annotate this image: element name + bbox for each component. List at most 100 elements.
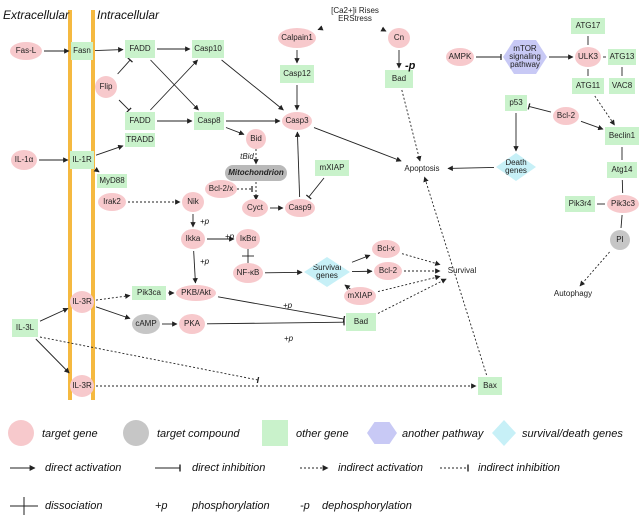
edge-fadd2-casp10 — [150, 59, 198, 111]
node-vac8: VAC8 — [609, 78, 635, 94]
legend-other-gene-label: other gene — [296, 428, 349, 440]
node-bax: Bax — [478, 377, 502, 395]
node-pka: PKA — [179, 314, 205, 334]
node-bclx: Bcl-x — [372, 240, 400, 258]
edge-bax-apoptosis — [423, 176, 487, 376]
node-atg13: ATG13 — [608, 49, 636, 65]
legend-direct-activation-label: direct activation — [45, 462, 122, 474]
edge-casp10-casp3 — [221, 59, 284, 111]
legend-target-compound-swatch — [123, 420, 149, 446]
node-cyct: Cyct — [242, 199, 268, 217]
node-il3r1: IL-3R — [70, 291, 94, 313]
node-ulk3: ULK3 — [575, 47, 601, 67]
edge-il3l-il3r2 — [35, 338, 70, 374]
node-atg11: ATG11 — [572, 78, 604, 94]
edge-flip-fadd2 — [118, 99, 132, 113]
edge-ikka-pkbakt — [192, 250, 198, 284]
node-nfkb: NF-κB — [233, 263, 263, 283]
node-bcl2a: Bcl-2 — [553, 107, 579, 125]
edges — [35, 25, 624, 389]
node-ampk: AMPK — [446, 48, 474, 66]
node-bad2: Bad — [346, 313, 376, 331]
node-pik3ca: Pik3ca — [132, 286, 166, 300]
edge-flip-fadd1 — [117, 57, 133, 75]
edge-pik3c3-pi — [620, 214, 623, 229]
edge-il3r1-pik3ca — [95, 293, 131, 301]
node-casp3: Casp3 — [282, 112, 312, 130]
legend-direct-inhibition-label: direct inhibition — [192, 462, 266, 474]
edge-mxiap2-survival — [377, 274, 441, 293]
edge-ca-cn — [380, 26, 387, 32]
node-fasn: Fasn — [71, 42, 93, 60]
legend-lines — [10, 464, 469, 515]
node-bcl2b: Bcl-2 — [374, 262, 402, 280]
node-tbid: tBid — [240, 151, 254, 161]
edge-il1r-myd88 — [93, 167, 100, 173]
legend-phosphorylation-symbol: +p — [155, 500, 168, 512]
node-flip: Flip — [95, 76, 117, 98]
node-camp: cAMP — [132, 314, 160, 334]
node-bid: Bid — [246, 129, 266, 149]
node-bad1: Bad — [385, 70, 413, 88]
edge-casp3-apoptosis — [313, 127, 402, 162]
node-fadd2: FADD — [125, 112, 155, 130]
legend-dissociation-label: dissociation — [45, 500, 103, 512]
edge-il3r1-camp — [95, 306, 131, 320]
node-casp10: Casp10 — [192, 40, 224, 58]
node-il1a: IL-1α — [11, 150, 37, 170]
node-myd88: MyD88 — [97, 174, 127, 188]
node-casp9: Casp9 — [285, 199, 315, 217]
legend-dephosphorylation-symbol: -p — [300, 500, 310, 512]
node-cn: Cn — [388, 28, 410, 48]
edge-il1r-tradd — [95, 144, 124, 156]
intracellular-label: Intracellular — [97, 8, 160, 22]
annotation-p5: +p — [284, 334, 294, 343]
edge-mxiap1-casp9 — [305, 177, 325, 200]
annotation-p3: +p — [200, 257, 210, 266]
node-bcl2x: Bcl-2/x — [205, 180, 237, 198]
node-pik3r4: Pik3r4 — [565, 196, 595, 212]
node-calpain1: Calpain1 — [278, 28, 316, 48]
legend-indirect-activation-label: indirect activation — [338, 462, 423, 474]
edge-bcl2a-p53 — [527, 103, 552, 113]
node-fadd1: FADD — [125, 40, 155, 58]
legend-target-gene-swatch — [8, 420, 34, 446]
node-casp12: Casp12 — [280, 65, 314, 83]
annotation-m1: -p — [405, 60, 416, 72]
node-fasl: Fas-L — [10, 42, 42, 60]
edge-pi-autophagy — [579, 251, 610, 287]
edge-survgenes-bclx — [351, 254, 371, 263]
edge-casp8-bid — [225, 127, 245, 136]
legend-survival-death-label: survival/death genes — [522, 428, 623, 440]
node-il3r2: IL-3R — [70, 375, 94, 397]
edge-atg11-beclin1 — [594, 95, 615, 126]
node-pkbakt: PKB/Akt — [176, 285, 216, 301]
node-atg14: Atg14 — [607, 162, 637, 178]
node-nik: Nik — [182, 192, 204, 212]
node-tradd: TRADD — [125, 133, 155, 147]
node-apoptosis: Apoptosis — [404, 163, 440, 173]
edge-pkbakt-bad2 — [217, 296, 346, 323]
legend-dephosphorylation-label: dephosphorylation — [322, 500, 412, 512]
edge-casp9-casp3 — [294, 131, 301, 198]
legend-phosphorylation-label: phosphorylation — [192, 500, 270, 512]
legend-target-compound-label: target compound — [157, 428, 240, 440]
legend-other-gene-swatch — [262, 420, 288, 446]
annotation-p1: +p — [200, 217, 210, 226]
node-il3l: IL-3L — [12, 319, 38, 337]
legend-indirect-inhibition-label: indirect inhibition — [478, 462, 560, 474]
node-il1r: IL-1R — [70, 151, 94, 169]
node-ikba: IκBα — [236, 229, 260, 249]
legend-target-gene-label: target gene — [42, 428, 98, 440]
edge-bclx-survival — [401, 253, 441, 266]
edge-ca-calpain1 — [317, 25, 324, 31]
node-autophagy: Autophagy — [553, 288, 593, 298]
edge-il3l-bax-inhibition — [39, 336, 260, 384]
legend-another-pathway-swatch — [367, 422, 397, 444]
node-ikka: Ikka — [181, 229, 205, 249]
legend-another-pathway-label: another pathway — [402, 428, 484, 440]
annotation-p2: +p — [225, 232, 235, 241]
node-p53: p53 — [505, 95, 527, 111]
node-mxiap1: mXIAP — [315, 160, 349, 176]
node-irak2: Irak2 — [98, 193, 126, 211]
